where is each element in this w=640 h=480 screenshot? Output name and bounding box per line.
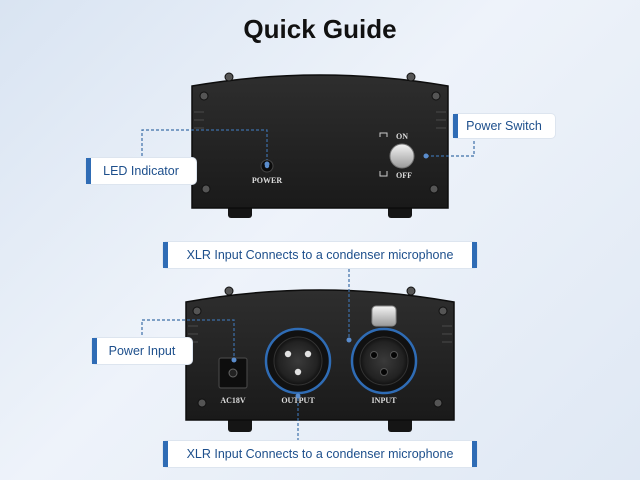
- vent-lines: [194, 111, 446, 129]
- input-label: INPUT: [372, 396, 398, 405]
- xlr-output-pins: [284, 350, 312, 376]
- callout-label: Power Switch: [466, 119, 542, 133]
- callout-accent: [472, 441, 477, 467]
- callout-xlr-input-top: XLR Input Connects to a condenser microp…: [163, 242, 477, 268]
- callout-led-indicator: LED Indicator: [86, 158, 196, 184]
- ac-label: AC18V: [220, 396, 246, 405]
- callout-accent: [472, 242, 477, 268]
- power-switch-button[interactable]: [389, 143, 415, 169]
- callout-accent: [86, 158, 91, 184]
- callout-power-switch: Power Switch: [453, 114, 555, 138]
- switch-off-icon: [379, 171, 388, 177]
- switch-off-label: OFF: [396, 171, 412, 180]
- switch-on-icon: [379, 132, 388, 137]
- callout-xlr-input-bottom: XLR Input Connects to a condenser microp…: [163, 441, 477, 467]
- leader-led: [141, 129, 268, 160]
- xlr-output-face: [273, 336, 323, 386]
- callout-accent: [163, 441, 168, 467]
- leader-power-switch: [426, 140, 475, 157]
- leader-dots: [231, 153, 429, 399]
- leader-power-input: [141, 319, 235, 360]
- callout-label: Power Input: [108, 344, 176, 358]
- callout-accent: [453, 114, 458, 138]
- page-title: Quick Guide: [243, 14, 397, 44]
- leader-lines: [141, 129, 475, 440]
- device-body: [191, 74, 449, 209]
- back-panel: AC18V OUTPUT INPUT: [185, 286, 455, 432]
- xlr-input-holes: [370, 351, 398, 376]
- callout-label: XLR Input Connects to a condenser microp…: [186, 447, 454, 461]
- callout-accent: [163, 242, 168, 268]
- callout-accent: [92, 338, 97, 364]
- dc-jack-pin: [228, 368, 238, 378]
- xlr-latch: [371, 305, 397, 327]
- xlr-input-face: [359, 336, 409, 386]
- screws: [192, 286, 448, 408]
- callout-label: XLR Input Connects to a condenser microp…: [186, 248, 454, 262]
- switch-on-label: ON: [396, 132, 408, 141]
- front-panel: POWER ON OFF: [191, 72, 449, 218]
- callout-label: LED Indicator: [103, 164, 179, 178]
- screws: [199, 72, 441, 194]
- callout-power-input: Power Input: [92, 338, 192, 364]
- power-label: POWER: [252, 176, 282, 185]
